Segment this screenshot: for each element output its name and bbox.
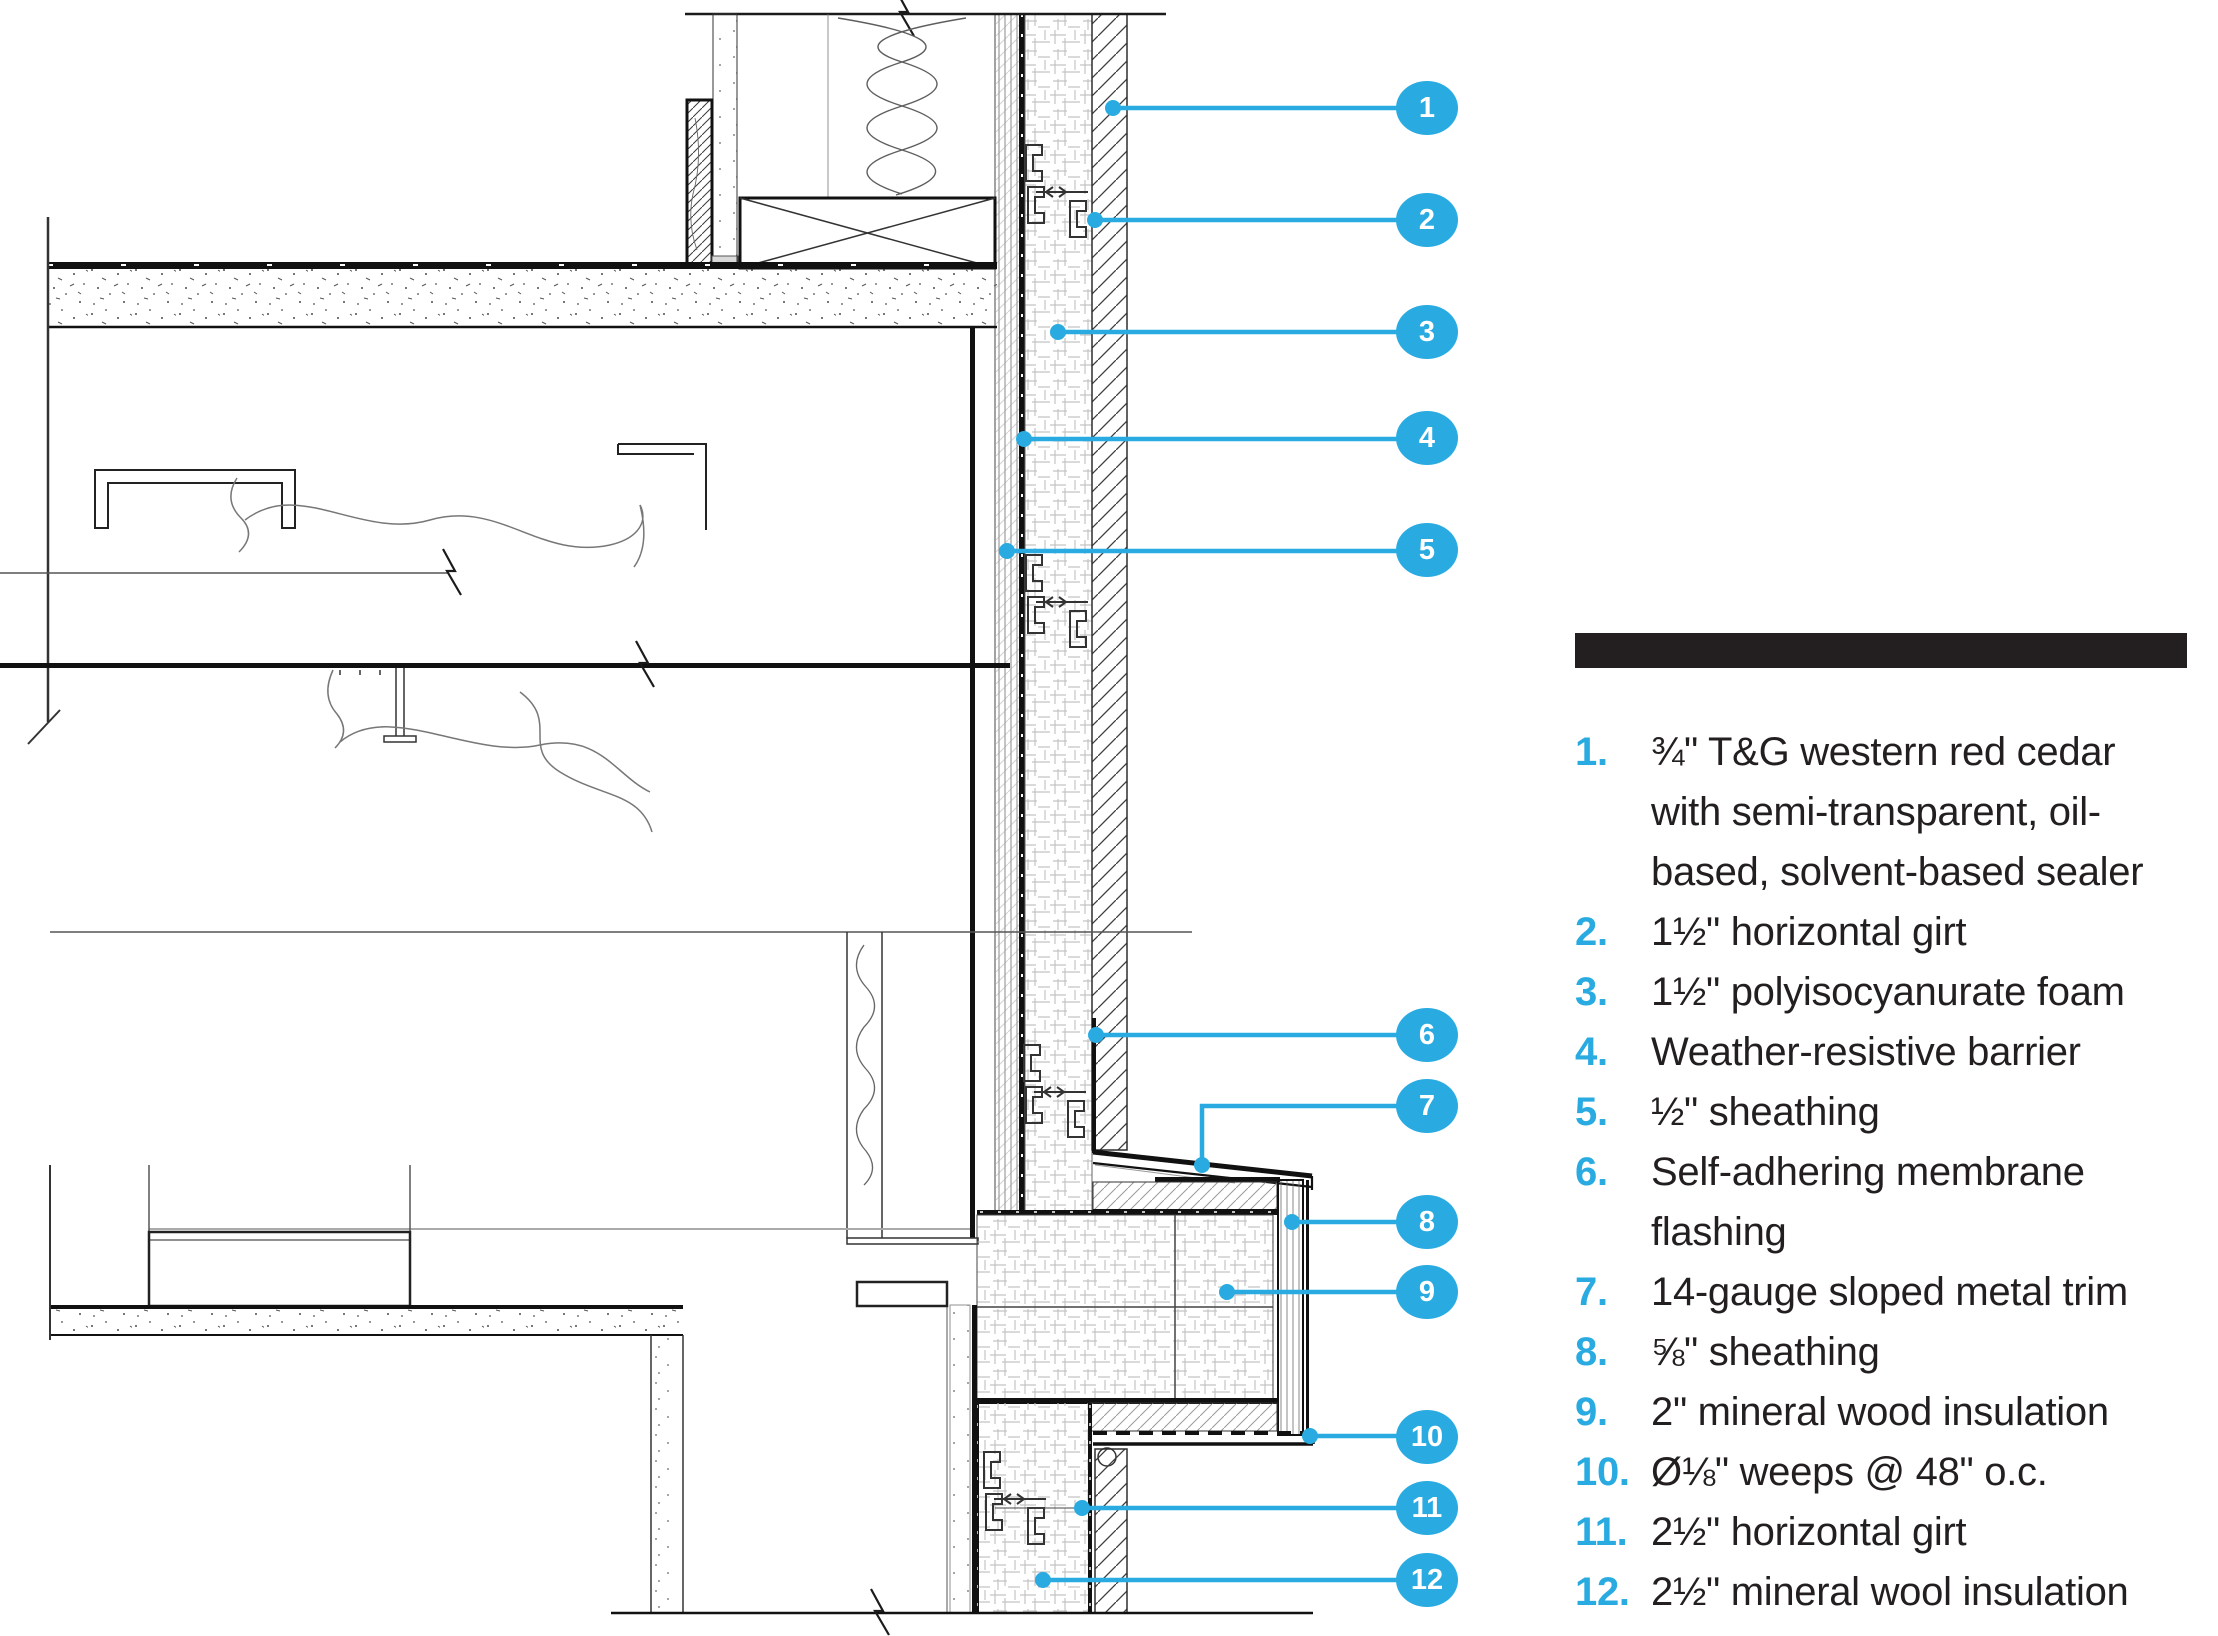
soffit-blocking	[1092, 1181, 1278, 1211]
legend-item-text: ⅝" sheathing	[1651, 1330, 1880, 1374]
callout-11: 11	[1396, 1481, 1458, 1535]
legend-item-text: 1½" polyisocyanurate foam	[1651, 970, 2125, 1014]
legend-item-11: 11. 2½" horizontal girt	[1575, 1502, 2191, 1562]
legend-item-number: 6.	[1575, 1150, 1608, 1194]
legend-item-1: 1. ¾" T&G western red cedar with semi-tra…	[1575, 722, 2191, 902]
upper-assembly	[685, 0, 1166, 270]
lower-floor-band	[50, 1309, 683, 1333]
lower-exterior-wall	[946, 1304, 1128, 1614]
wood-blocking	[685, 98, 714, 269]
gypsum-strip	[712, 13, 738, 269]
legend-item-text: Weather-resistive barrier	[1651, 1030, 2081, 1074]
legend-item-number: 3.	[1575, 970, 1608, 1014]
lower-room	[49, 1165, 1313, 1636]
callout-7: 7	[1396, 1079, 1458, 1133]
upper-ceiling-elements	[94, 443, 707, 568]
callout-leaders	[999, 100, 1430, 1588]
legend-item-number: 8.	[1575, 1330, 1608, 1374]
legend-item-number: 5.	[1575, 1090, 1608, 1134]
legend-item-number: 4.	[1575, 1030, 1608, 1074]
leader-6	[1088, 1027, 1430, 1043]
leader-11	[1074, 1500, 1430, 1516]
legend-item-number: 11.	[1575, 1510, 1628, 1554]
legend-item-text: Self-adhering membrane flashing	[1651, 1150, 2085, 1254]
interior-face-line	[970, 328, 975, 1240]
leader-7	[1194, 1103, 1430, 1173]
legend-list: 1. ¾" T&G western red cedar with semi-tra…	[1575, 722, 2191, 1622]
legend-item-text: 2" mineral wood insulation	[1651, 1390, 2109, 1434]
hanging-insulation-wire	[244, 504, 644, 549]
legend-item-number: 10.	[1575, 1450, 1630, 1494]
callout-9: 9	[1396, 1265, 1458, 1319]
legend-item-5: 5. ½" sheathing	[1575, 1082, 2191, 1142]
lower-ceiling-cut-line	[0, 663, 1010, 668]
legend-item-12: 12. 2½" mineral wool insulation	[1575, 1562, 2191, 1622]
lower-ceiling	[0, 639, 1192, 933]
break-symbol-cut	[441, 547, 463, 597]
head-blocking-box	[855, 1280, 949, 1308]
legend-item-text: 1½" horizontal girt	[1651, 910, 1967, 954]
leader-4	[1016, 431, 1430, 447]
legend-item-2: 2. 1½" horizontal girt	[1575, 902, 2191, 962]
legend-item-6: 6. Self-adhering membrane flashing	[1575, 1142, 2191, 1262]
callout-3: 3	[1396, 305, 1458, 359]
callout-5: 5	[1396, 523, 1458, 577]
leader-12	[1035, 1572, 1430, 1588]
legend-header-bar	[1575, 633, 2187, 668]
window-head-frame	[846, 1237, 979, 1245]
leader-5	[999, 543, 1430, 559]
callout-6: 6	[1396, 1008, 1458, 1062]
lower-cedar-siding	[1094, 1448, 1128, 1614]
legend-item-number: 1.	[1575, 730, 1608, 774]
callout-12: 12	[1396, 1553, 1458, 1607]
interior-partition	[653, 1335, 681, 1613]
soffit-detail	[975, 1018, 1315, 1467]
exterior-wall-layers	[970, 13, 1128, 1240]
callout-1: 1	[1396, 81, 1458, 135]
lower-gypsum-strip	[949, 1304, 971, 1614]
callout-8: 8	[1396, 1195, 1458, 1249]
batt-insulation	[837, 17, 938, 195]
legend-item-9: 9. 2" mineral wood insulation	[1575, 1382, 2191, 1442]
leader-3	[1050, 324, 1430, 340]
legend-item-number: 9.	[1575, 1390, 1608, 1434]
legend-item-text: ½" sheathing	[1651, 1090, 1880, 1134]
floor-finish-line	[48, 262, 997, 269]
legend-item-number: 2.	[1575, 910, 1608, 954]
break-symbol-left-wall	[27, 709, 61, 745]
ceiling-track	[147, 1230, 412, 1308]
lower-blocking	[1089, 1402, 1278, 1432]
sheathing-overlay-hatch	[995, 14, 1020, 1213]
legend-item-number: 7.	[1575, 1270, 1608, 1314]
weather-resistive-barrier-line	[1019, 14, 1025, 1213]
hanging-insulation-wire-lower	[339, 726, 651, 793]
concrete-topping	[48, 269, 997, 326]
callout-4: 4	[1396, 411, 1458, 465]
legend-item-text: 14-gauge sloped metal trim	[1651, 1270, 2128, 1314]
legend-item-text: 2½" mineral wool insulation	[1651, 1570, 2129, 1614]
legend-item-10: 10. Ø⅛" weeps @ 48" o.c.	[1575, 1442, 2191, 1502]
legend-item-number: 12.	[1575, 1570, 1630, 1614]
leader-1	[1105, 100, 1430, 116]
legend-item-7: 7. 14-gauge sloped metal trim	[1575, 1262, 2191, 1322]
legend-item-text: Ø⅛" weeps @ 48" o.c.	[1651, 1450, 2048, 1494]
membrane-flashing-line	[1092, 1018, 1096, 1153]
ceiling-channel-right	[617, 443, 707, 530]
legend-item-text: ¾" T&G western red cedar with semi-trans…	[1651, 730, 2144, 894]
lower-interior-wall	[846, 932, 979, 1245]
ceiling-channel-left	[94, 469, 296, 529]
legend: 1. ¾" T&G western red cedar with semi-tra…	[1575, 633, 2191, 1622]
leader-2	[1087, 212, 1430, 228]
legend-item-text: 2½" horizontal girt	[1651, 1510, 1967, 1554]
legend-item-3: 3. 1½" polyisocyanurate foam	[1575, 962, 2191, 1022]
legend-item-4: 4. Weather-resistive barrier	[1575, 1022, 2191, 1082]
floor-slab	[0, 217, 997, 745]
legend-item-8: 8. ⅝" sheathing	[1575, 1322, 2191, 1382]
cedar-siding-layer	[1091, 13, 1128, 1151]
stud-cavity-insulation	[855, 944, 876, 1186]
callout-2: 2	[1396, 193, 1458, 247]
callout-10: 10	[1396, 1410, 1458, 1464]
